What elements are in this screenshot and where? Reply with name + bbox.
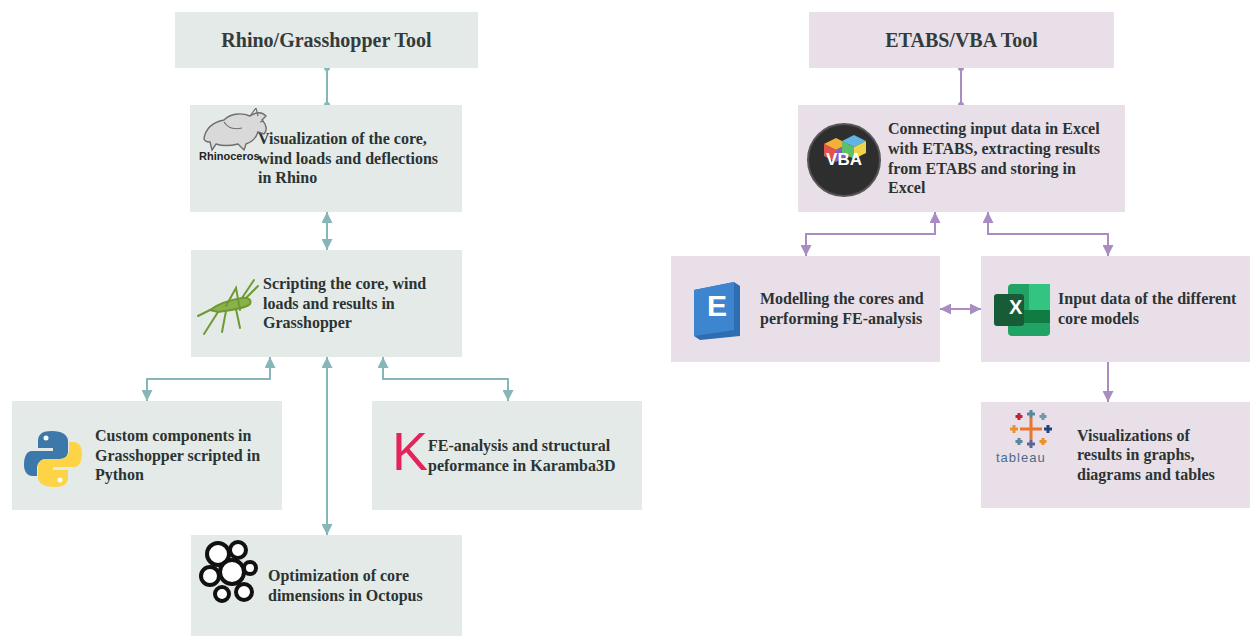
tool-header-box: ETABS/VBA Tool [809, 12, 1114, 68]
connector [326, 68, 328, 105]
connector [940, 308, 981, 310]
box-text: ETABS/VBA Tool [819, 28, 1104, 52]
logo-text: VBA [806, 151, 882, 168]
process-box: Custom components in Grasshopper scripte… [12, 401, 282, 510]
box-text: Custom components in Grasshopper scripte… [95, 426, 270, 485]
box-text: Rhino/Grasshopper Tool [185, 28, 468, 52]
box-text: Modelling the cores and performing FE-an… [760, 289, 928, 328]
logo-letter: E [707, 291, 727, 321]
logo-text: tableau [996, 451, 1046, 464]
connector [383, 357, 508, 401]
connector [988, 212, 1108, 256]
box-text: FE-analysis and structural peformance in… [428, 436, 630, 475]
connector [326, 357, 328, 535]
logo-letter: X [1009, 297, 1022, 317]
connector [960, 68, 962, 105]
karamba-logo-letter: K [392, 424, 428, 478]
process-box: Scripting the core, wind loads and resul… [191, 250, 462, 357]
box-text: Connecting input data in Excel with ETAB… [888, 119, 1113, 197]
box-text: Visualizations of results in graphs, dia… [1077, 426, 1238, 485]
box-text: Optimization of core dimensions in Octop… [268, 566, 450, 605]
connector [1107, 362, 1109, 402]
connector [326, 212, 328, 250]
box-text: Input data of the different core models [1058, 289, 1238, 328]
connector [806, 212, 935, 256]
connector [147, 357, 270, 401]
logo-text: Rhinoceros [199, 151, 260, 162]
process-box: Optimization of core dimensions in Octop… [191, 535, 462, 636]
tool-header-box: Rhino/Grasshopper Tool [175, 12, 478, 68]
box-text: Visualization of the core, wind loads an… [258, 129, 450, 188]
box-text: Scripting the core, wind loads and resul… [263, 274, 450, 333]
